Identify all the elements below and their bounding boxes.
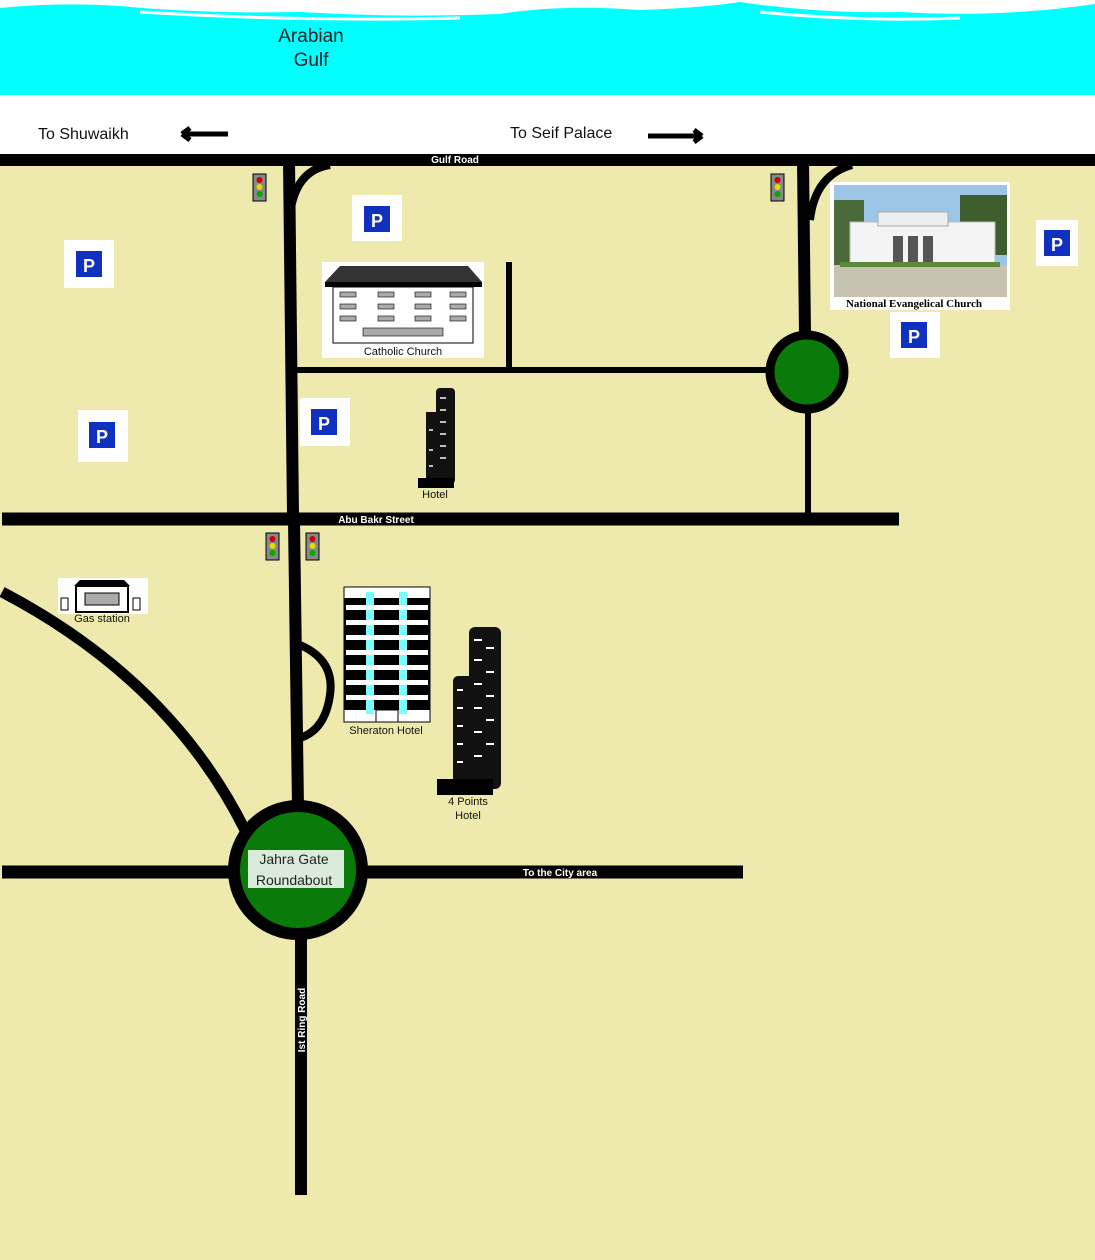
catholic-church-label: Catholic Church xyxy=(364,346,442,358)
four-points-label-2: Hotel xyxy=(455,810,481,822)
parking-icon: P xyxy=(890,312,940,358)
evangelical-church-photo xyxy=(830,182,1010,310)
sheraton-hotel-label: Sheraton Hotel xyxy=(349,725,422,737)
abu-bakr-street-label: Abu Bakr Street xyxy=(338,515,414,526)
direction-shuwaikh: To Shuwaikh xyxy=(38,126,129,143)
roundabout-label: Jahra Gate xyxy=(259,851,328,867)
parking-icon: P xyxy=(1036,220,1078,266)
roundabout-label-2: Roundabout xyxy=(256,872,332,888)
gas-station-label: Gas station xyxy=(74,613,130,625)
traffic-light-icon xyxy=(265,532,280,561)
four-points-label: 4 Points xyxy=(448,796,488,808)
svg-text:P: P xyxy=(83,256,95,276)
parking-icon: P xyxy=(64,240,114,288)
svg-text:P: P xyxy=(908,327,920,347)
parking-icon: P xyxy=(352,195,402,241)
parking-icon: P xyxy=(300,398,350,446)
four-points-hotel-icon xyxy=(437,627,501,795)
arrow-left-icon xyxy=(180,126,228,142)
catholic-church-icon xyxy=(322,262,484,358)
traffic-light-icon xyxy=(305,532,320,561)
sea xyxy=(0,2,1095,95)
sea-label: Arabian xyxy=(278,26,344,47)
evangelical-church-label: National Evangelical Church xyxy=(846,298,982,310)
hotel-tower-icon xyxy=(418,388,455,488)
sheraton-hotel-icon xyxy=(343,586,431,723)
traffic-light-icon xyxy=(770,173,785,202)
svg-text:P: P xyxy=(96,427,108,447)
direction-seif-palace: To Seif Palace xyxy=(510,125,612,142)
gas-station-icon xyxy=(58,578,148,614)
svg-text:P: P xyxy=(1051,235,1063,255)
city-area-label: To the City area xyxy=(523,868,598,879)
arrow-right-icon xyxy=(648,128,704,144)
parking-icon: P xyxy=(78,410,128,462)
svg-text:P: P xyxy=(371,211,383,231)
ring-road-label: Ist Ring Road xyxy=(297,988,308,1052)
svg-text:P: P xyxy=(318,414,330,434)
traffic-light-icon xyxy=(252,173,267,202)
sea-label-2: Gulf xyxy=(294,50,330,71)
hotel-label: Hotel xyxy=(422,489,448,501)
gulf-road-label: Gulf Road xyxy=(431,155,479,166)
